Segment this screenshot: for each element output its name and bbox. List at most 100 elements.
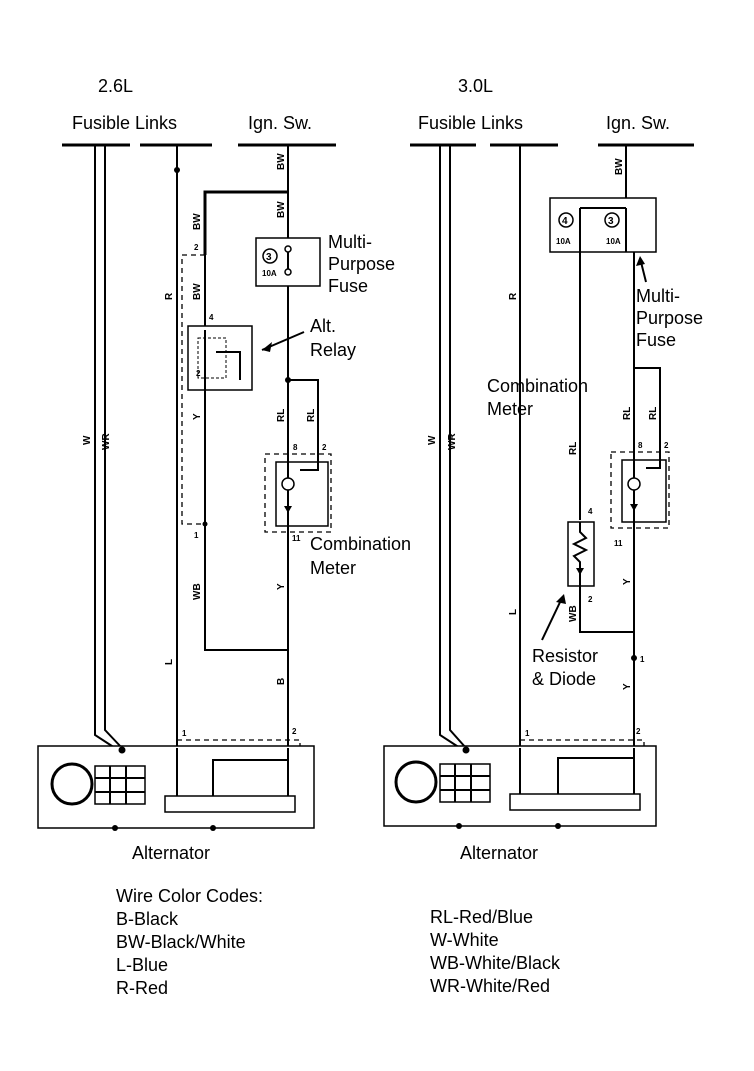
resistor-label-line1: Resistor [532,646,598,666]
pin-11-meter-left: 11 [292,534,301,543]
fuse-3-amp: 10A [606,237,621,246]
regulator-left [164,795,296,813]
fuse-4-amp: 10A [556,237,571,246]
fuse-label-line2-left: Purpose [328,254,395,274]
pin-2-meter-right: 2 [664,441,669,450]
ground-dot-right-2 [555,823,561,829]
relay-contact-wire [216,351,241,380]
junction-dot [285,377,291,383]
wire-label-y2-right: Y [622,683,633,690]
legend-item: W-White [430,930,499,950]
alt-terminal-2-left: 2 [292,727,297,736]
wire-label-y-right: Y [622,578,633,585]
diagram-2-6l: 2.6L Fusible Links Ign. Sw. W WR R L BW … [37,76,411,863]
relay-pointer-arrow [262,342,272,352]
resistor-pointer-arrow [556,594,566,604]
meter-inner-right [621,459,667,523]
engine-title-3-0l: 3.0L [458,76,493,96]
legend-title: Wire Color Codes: [116,886,263,906]
terminal-b-dot-right [462,746,470,754]
stator-rectifier-left [94,765,146,805]
regulator-right [509,793,641,811]
terminal-b-dot-left [118,746,126,754]
wire-label-w-right: W [427,435,438,445]
fuse-pointer-arrow-right [636,256,645,266]
diode-icon-right [630,504,638,511]
ground-dot-right-1 [456,823,462,829]
relay-coil [197,337,227,379]
wire-label-rl-2-left: RL [306,409,317,422]
fuse-label-line1-right: Multi- [636,286,680,306]
wire-label-bw-1-left: BW [276,153,287,170]
wire-label-rl-2-right: RL [622,407,633,420]
legend-item: WR-White/Red [430,976,550,996]
meter-label-line1-right: Combination [487,376,588,396]
alt-terminal-2-right: 2 [636,727,641,736]
pin-8-meter-left: 8 [293,443,298,452]
fuse-4-circle [558,212,574,228]
pin-4-resistor: 4 [588,507,593,516]
fuse-label-line1-left: Multi- [328,232,372,252]
fuse-4-number: 4 [562,216,568,227]
meter-label-line1-left: Combination [310,534,411,554]
wire-bw-relay-feed [203,190,288,255]
pin-8-meter-right: 8 [638,441,643,450]
wire-wr-right [449,145,467,749]
diagram-3-0l: 3.0L Fusible Links Ign. Sw. W WR R L BW … [383,76,703,863]
wire-label-wb-right: WB [568,605,579,622]
wire-label-bw-right: BW [614,158,625,175]
alternator-internal-right [519,748,635,794]
legend-item: L-Blue [116,955,168,975]
alternator-rotor-icon-left [50,762,94,806]
wire-label-l-left: L [164,659,175,665]
fuse-label-line3-left: Fuse [328,276,368,296]
wire-label-wb-left: WB [192,583,203,600]
alternator-label-left: Alternator [132,843,210,863]
alternator-label-right: Alternator [460,843,538,863]
wire-label-r-left: R [164,292,175,300]
pin-2-resistor: 2 [588,595,593,604]
wire-label-l-right: L [508,609,519,615]
engine-title-2-6l: 2.6L [98,76,133,96]
fuse-contact-top [284,245,292,253]
fuse-contact-bottom [284,268,292,276]
stator-rectifier-right [439,763,491,803]
ground-dot-left-2 [210,825,216,831]
fuse-amp-left: 10A [262,269,277,278]
wire-rl-branch-right [634,367,661,448]
alternator-rotor-icon-right [394,760,438,804]
wire-label-y-left: Y [192,413,203,420]
wire-label-rl-1-right: RL [568,442,579,455]
wire-wr-left [104,145,123,749]
rectifier-grid-left [95,766,145,804]
wire-label-b-left: B [276,678,287,685]
ign-sw-header-right: Ign. Sw. [606,113,670,133]
meter-label-line2-left: Meter [310,558,356,578]
relay-dashed-outline [181,254,205,525]
meter-wires-right [633,448,661,540]
pin-2-relay-out: 2 [196,369,201,378]
ign-sw-header-left: Ign. Sw. [248,113,312,133]
diode-icon-left [284,506,292,513]
ground-dot-left-1 [112,825,118,831]
combination-meter-right [610,451,670,529]
alternator-internal-left [176,748,289,796]
resistor-pointer-line [541,597,563,641]
rectifier-grid-right [440,764,490,802]
diode-icon-resistor [576,568,584,575]
relay-label-line2: Relay [310,340,356,360]
meter-inner-left [275,461,329,527]
legend-item: WB-White/Black [430,953,561,973]
alt-terminal-1-right: 1 [525,729,530,738]
pin-2-relay-in: 2 [194,243,199,252]
wire-label-y2-left: Y [276,583,287,590]
meter-label-line2-right: Meter [487,399,533,419]
legend-item: R-Red [116,978,168,998]
wire-label-bw-3-left: BW [192,213,203,230]
connector-dot [202,521,208,527]
fusible-links-header-left: Fusible Links [72,113,177,133]
legend-item: RL-Red/Blue [430,907,533,927]
meter-wire-aux [300,450,319,471]
wire-label-rl-1-left: RL [276,409,287,422]
